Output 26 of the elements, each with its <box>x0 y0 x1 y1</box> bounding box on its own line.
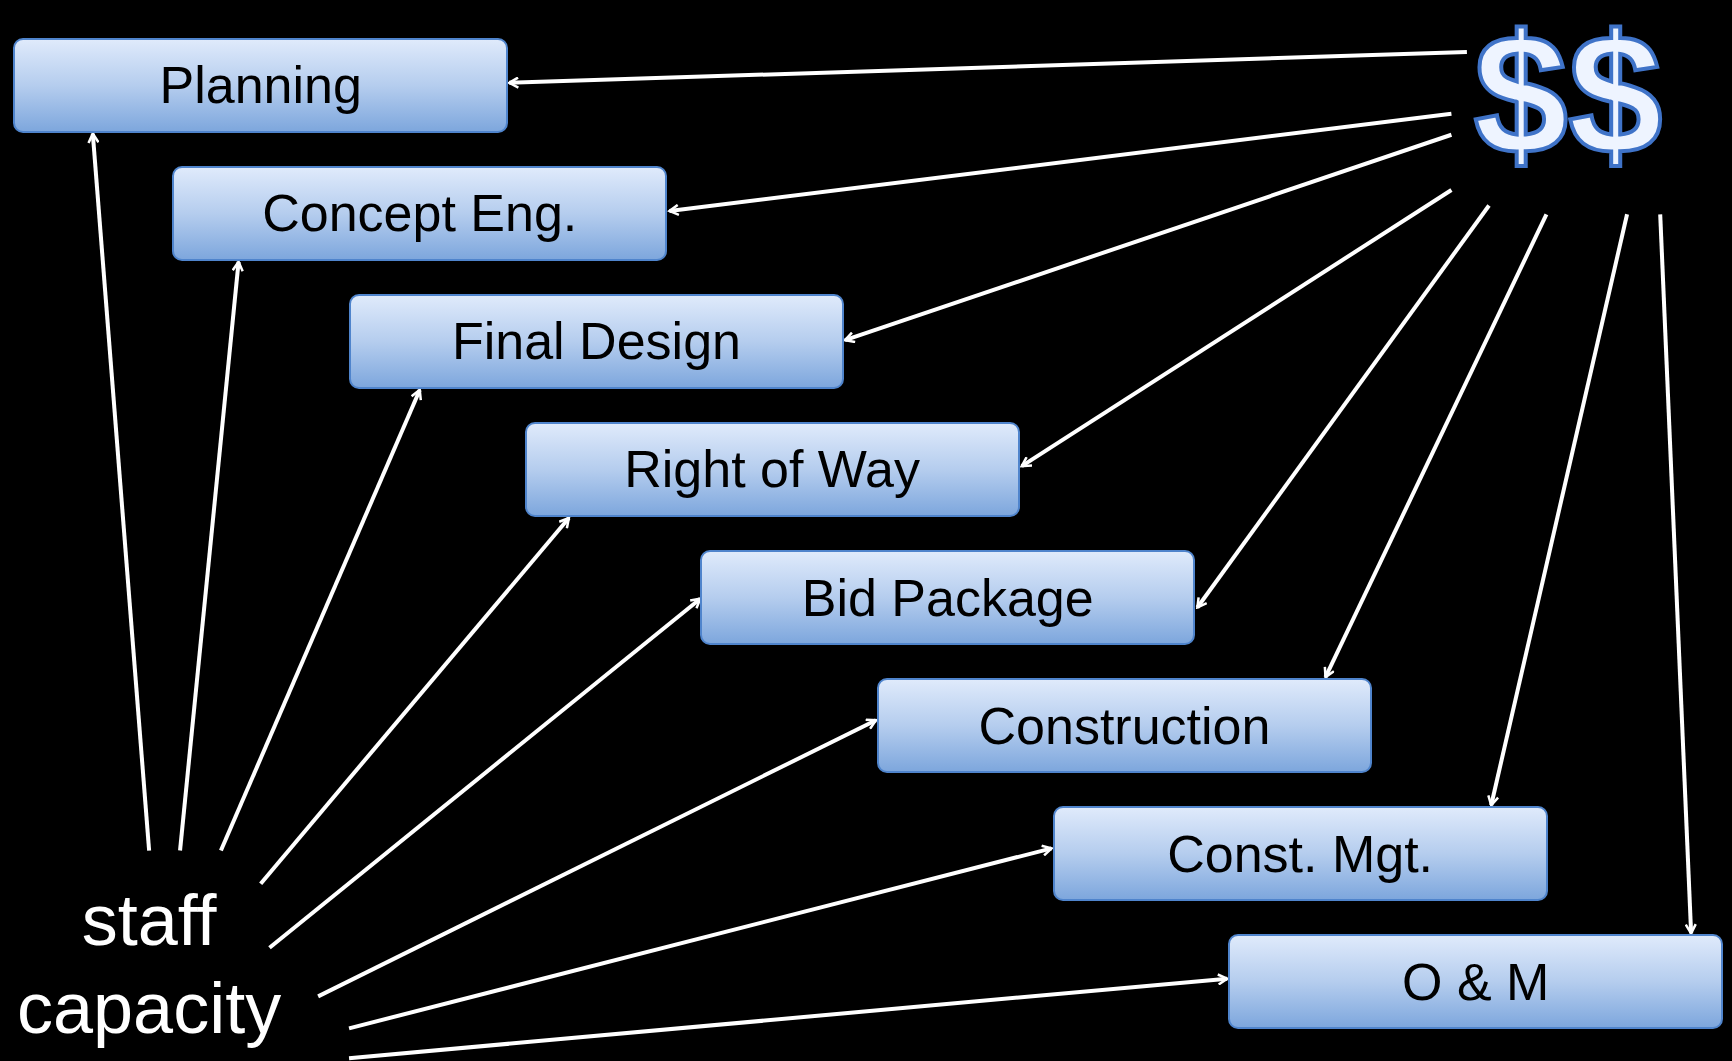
arrow <box>317 718 878 999</box>
arrow <box>87 132 152 851</box>
process-box: O & M <box>1228 934 1724 1030</box>
arrow <box>178 260 244 851</box>
arrow <box>507 49 1467 89</box>
process-box: Right of Way <box>524 421 1020 517</box>
arrow <box>1020 188 1453 468</box>
process-box: Planning <box>13 37 509 133</box>
arrow <box>843 132 1453 344</box>
arrow <box>259 516 571 885</box>
dollar-signs: $$ <box>1473 8 1663 179</box>
process-box: Concept Eng. <box>172 165 668 261</box>
arrow <box>668 111 1452 217</box>
process-box: Final Design <box>349 293 844 389</box>
arrow <box>348 844 1053 1031</box>
arrow <box>1487 213 1629 807</box>
source-label: staff capacity <box>16 878 283 1050</box>
process-box: Construction <box>877 678 1372 774</box>
process-box: Const. Mgt. <box>1052 806 1548 902</box>
arrow <box>1195 204 1491 609</box>
arrow <box>348 973 1229 1061</box>
arrow <box>268 597 702 950</box>
arrow <box>1658 214 1697 935</box>
process-box: Bid Package <box>700 550 1196 646</box>
arrow <box>219 388 422 852</box>
arrow <box>1323 213 1549 679</box>
